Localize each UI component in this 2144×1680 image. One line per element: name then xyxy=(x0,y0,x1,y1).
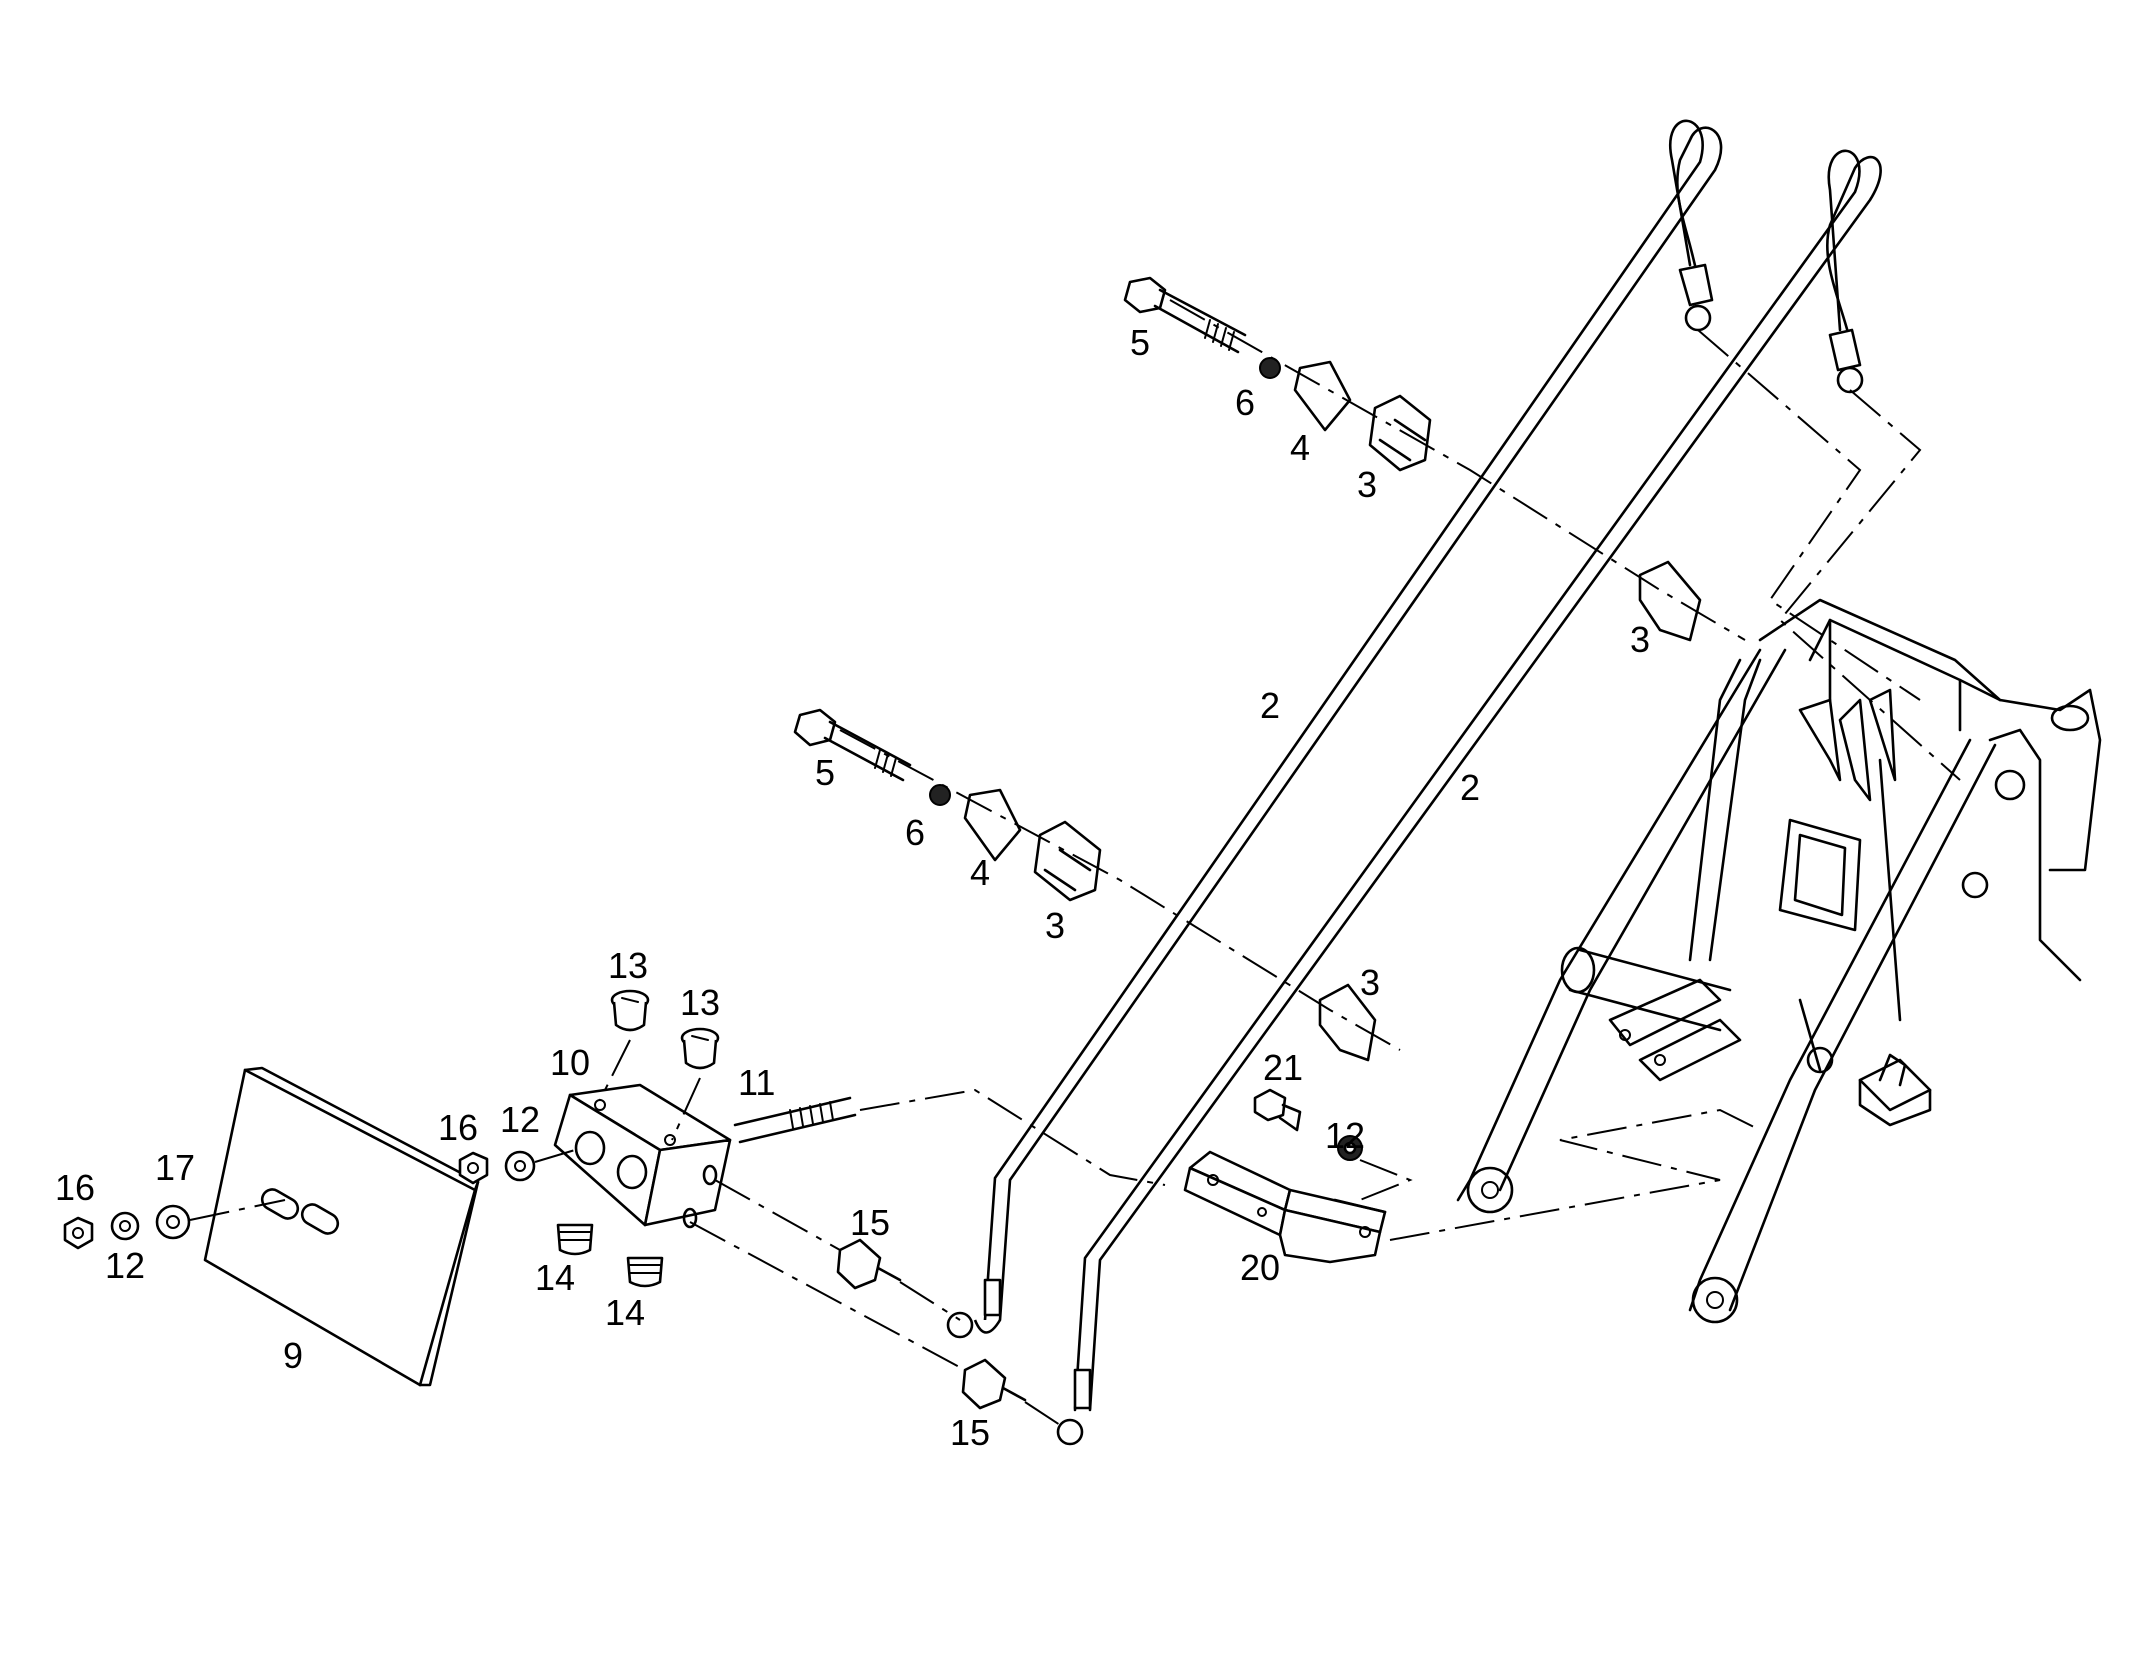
hose-part-2-right xyxy=(1073,149,1882,1412)
callout-21: 21 xyxy=(1263,1047,1303,1088)
block-part-10 xyxy=(553,1083,732,1229)
loader-frame xyxy=(1456,598,2102,1324)
stud-part-11 xyxy=(733,1096,857,1144)
callout-4-upper: 4 xyxy=(1290,427,1310,468)
callout-10: 10 xyxy=(550,1042,590,1083)
callout-labels: 2 2 3 3 3 3 4 4 5 5 6 6 9 10 11 12 12 12… xyxy=(55,322,1650,1453)
callout-3-upper-outer: 3 xyxy=(1630,619,1650,660)
callout-12-left: 12 xyxy=(105,1245,145,1286)
clamp-part-3-lower-inner xyxy=(1033,820,1102,902)
washer-part-12-middle xyxy=(504,1150,536,1182)
callout-2-left: 2 xyxy=(1260,685,1280,726)
callout-16-right: 16 xyxy=(438,1107,478,1148)
callout-5-lower: 5 xyxy=(815,752,835,793)
washer-part-17 xyxy=(155,1204,191,1240)
callout-6-lower: 6 xyxy=(905,812,925,853)
washer-part-12-left-inner xyxy=(119,1220,131,1232)
plug-part-14-left xyxy=(556,1223,594,1256)
callout-12-right: 12 xyxy=(1325,1115,1365,1156)
callout-9: 9 xyxy=(283,1335,303,1376)
fitting-part-15-lower xyxy=(961,1358,1027,1410)
callout-3-lower-outer: 3 xyxy=(1360,962,1380,1003)
plate-part-4-upper xyxy=(1293,360,1352,432)
bolt-part-5-upper xyxy=(1123,276,1247,354)
callout-14-left: 14 xyxy=(535,1257,575,1298)
bolt-part-21 xyxy=(1253,1088,1302,1132)
callout-15-upper: 15 xyxy=(850,1202,890,1243)
bracket-part-20 xyxy=(1183,1150,1387,1264)
callout-14-right: 14 xyxy=(605,1292,645,1333)
washer-part-6-upper xyxy=(1259,357,1281,379)
callout-4-lower: 4 xyxy=(970,852,990,893)
nut-part-16-left xyxy=(63,1216,94,1250)
callout-6-upper: 6 xyxy=(1235,382,1255,423)
callout-13-right: 13 xyxy=(680,982,720,1023)
callout-12-middle: 12 xyxy=(500,1099,540,1140)
callout-3-upper-inner: 3 xyxy=(1357,464,1377,505)
hose-part-2-left xyxy=(983,119,1723,1322)
plug-part-14-right xyxy=(626,1256,664,1288)
callout-5-upper: 5 xyxy=(1130,322,1150,363)
plate-part-4-lower xyxy=(963,788,1022,862)
clamp-part-3-upper-inner xyxy=(1368,394,1432,472)
callout-15-lower: 15 xyxy=(950,1412,990,1453)
plug-part-13-right xyxy=(680,1027,720,1070)
callout-17: 17 xyxy=(155,1147,195,1188)
callout-13-left: 13 xyxy=(608,945,648,986)
fitting-part-15-upper xyxy=(836,1238,902,1290)
callout-16-left: 16 xyxy=(55,1167,95,1208)
callout-11: 11 xyxy=(738,1062,775,1103)
callout-2-right: 2 xyxy=(1460,767,1480,808)
plug-part-13-left xyxy=(610,989,650,1032)
washer-part-12-left xyxy=(110,1211,140,1241)
hose-end-fittings xyxy=(946,263,1864,1446)
callout-3-lower-inner: 3 xyxy=(1045,905,1065,946)
clamp-part-3-upper-outer xyxy=(1638,560,1702,642)
washer-part-6-lower xyxy=(929,784,951,806)
bolt-part-5-lower xyxy=(793,708,912,782)
callout-20: 20 xyxy=(1240,1247,1280,1288)
cover-plate-part-9 xyxy=(203,1066,480,1387)
nut-part-16-right xyxy=(458,1151,489,1185)
clamp-part-3-lower-outer xyxy=(1318,983,1377,1062)
